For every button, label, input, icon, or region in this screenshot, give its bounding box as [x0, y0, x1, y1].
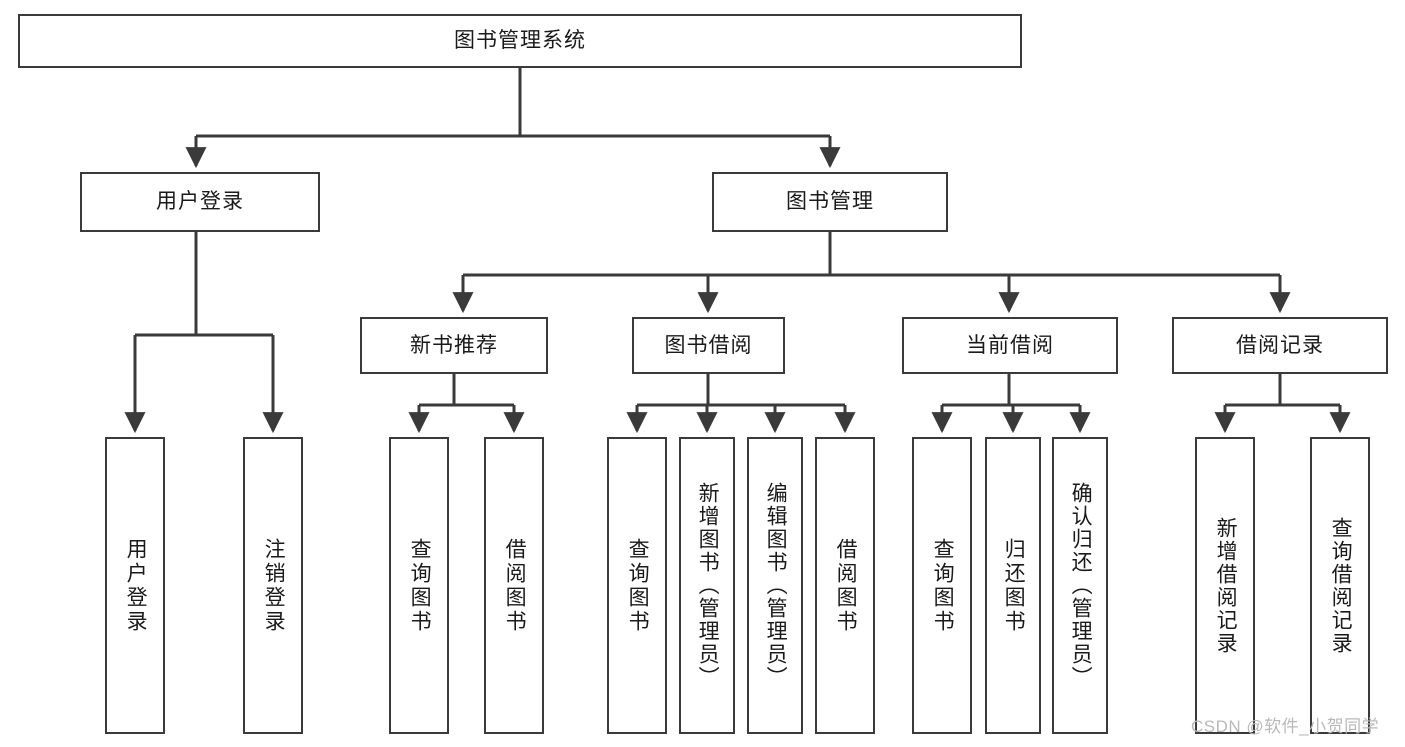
node-book-borrow-label: 图书借阅 — [664, 333, 753, 357]
node-leaf-add-book[interactable]: 新增图书（管理员） — [679, 437, 735, 734]
node-leaf-add-record-label: 新增借阅记录 — [1214, 516, 1238, 655]
node-book-manage[interactable]: 图书管理 — [712, 172, 948, 232]
node-leaf-query-record-label: 查询借阅记录 — [1329, 516, 1353, 655]
node-book-manage-label: 图书管理 — [786, 190, 874, 214]
node-leaf-query-book-1[interactable]: 查询图书 — [389, 437, 449, 734]
node-current-borrow[interactable]: 当前借阅 — [902, 317, 1118, 374]
node-new-book-recommend[interactable]: 新书推荐 — [360, 317, 548, 374]
node-leaf-confirm-return-label: 确认归还（管理员） — [1069, 482, 1093, 689]
csdn-watermark: CSDN @软件_小贺同学 — [1191, 717, 1380, 736]
node-root-label: 图书管理系统 — [454, 29, 586, 53]
node-book-borrow[interactable]: 图书借阅 — [632, 317, 785, 374]
node-current-borrow-label: 当前借阅 — [966, 333, 1054, 357]
node-user-login-label: 用户登录 — [156, 190, 244, 214]
node-leaf-query-book-1-label: 查询图书 — [408, 537, 432, 634]
node-new-book-recommend-label: 新书推荐 — [410, 333, 498, 357]
node-leaf-confirm-return[interactable]: 确认归还（管理员） — [1052, 437, 1108, 734]
node-leaf-logout-label: 注销登录 — [262, 537, 286, 634]
node-leaf-borrow-book-1[interactable]: 借阅图书 — [484, 437, 544, 734]
node-leaf-borrow-book-2[interactable]: 借阅图书 — [815, 437, 875, 734]
node-user-login[interactable]: 用户登录 — [80, 172, 320, 232]
node-root[interactable]: 图书管理系统 — [18, 14, 1022, 68]
node-leaf-query-book-2[interactable]: 查询图书 — [607, 437, 667, 734]
node-leaf-logout[interactable]: 注销登录 — [243, 437, 303, 734]
node-leaf-edit-book-label: 编辑图书（管理员） — [764, 482, 788, 689]
node-leaf-user-login-label: 用户登录 — [124, 537, 148, 634]
node-leaf-borrow-book-1-label: 借阅图书 — [503, 537, 527, 634]
node-leaf-user-login[interactable]: 用户登录 — [105, 437, 165, 734]
node-leaf-add-record[interactable]: 新增借阅记录 — [1195, 437, 1255, 734]
node-borrow-record[interactable]: 借阅记录 — [1172, 317, 1388, 374]
node-leaf-query-record[interactable]: 查询借阅记录 — [1310, 437, 1370, 734]
node-borrow-record-label: 借阅记录 — [1236, 333, 1324, 357]
node-leaf-return-book-label: 归还图书 — [1002, 537, 1026, 634]
node-leaf-return-book[interactable]: 归还图书 — [985, 437, 1041, 734]
node-leaf-add-book-label: 新增图书（管理员） — [696, 482, 720, 689]
node-leaf-query-book-3-label: 查询图书 — [931, 537, 955, 634]
node-leaf-query-book-2-label: 查询图书 — [626, 537, 650, 634]
node-leaf-borrow-book-2-label: 借阅图书 — [834, 537, 858, 634]
node-leaf-query-book-3[interactable]: 查询图书 — [912, 437, 972, 734]
node-leaf-edit-book[interactable]: 编辑图书（管理员） — [747, 437, 803, 734]
